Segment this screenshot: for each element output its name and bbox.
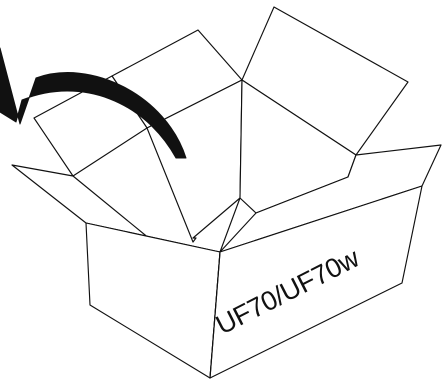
box-left-outer-face (86, 223, 220, 378)
